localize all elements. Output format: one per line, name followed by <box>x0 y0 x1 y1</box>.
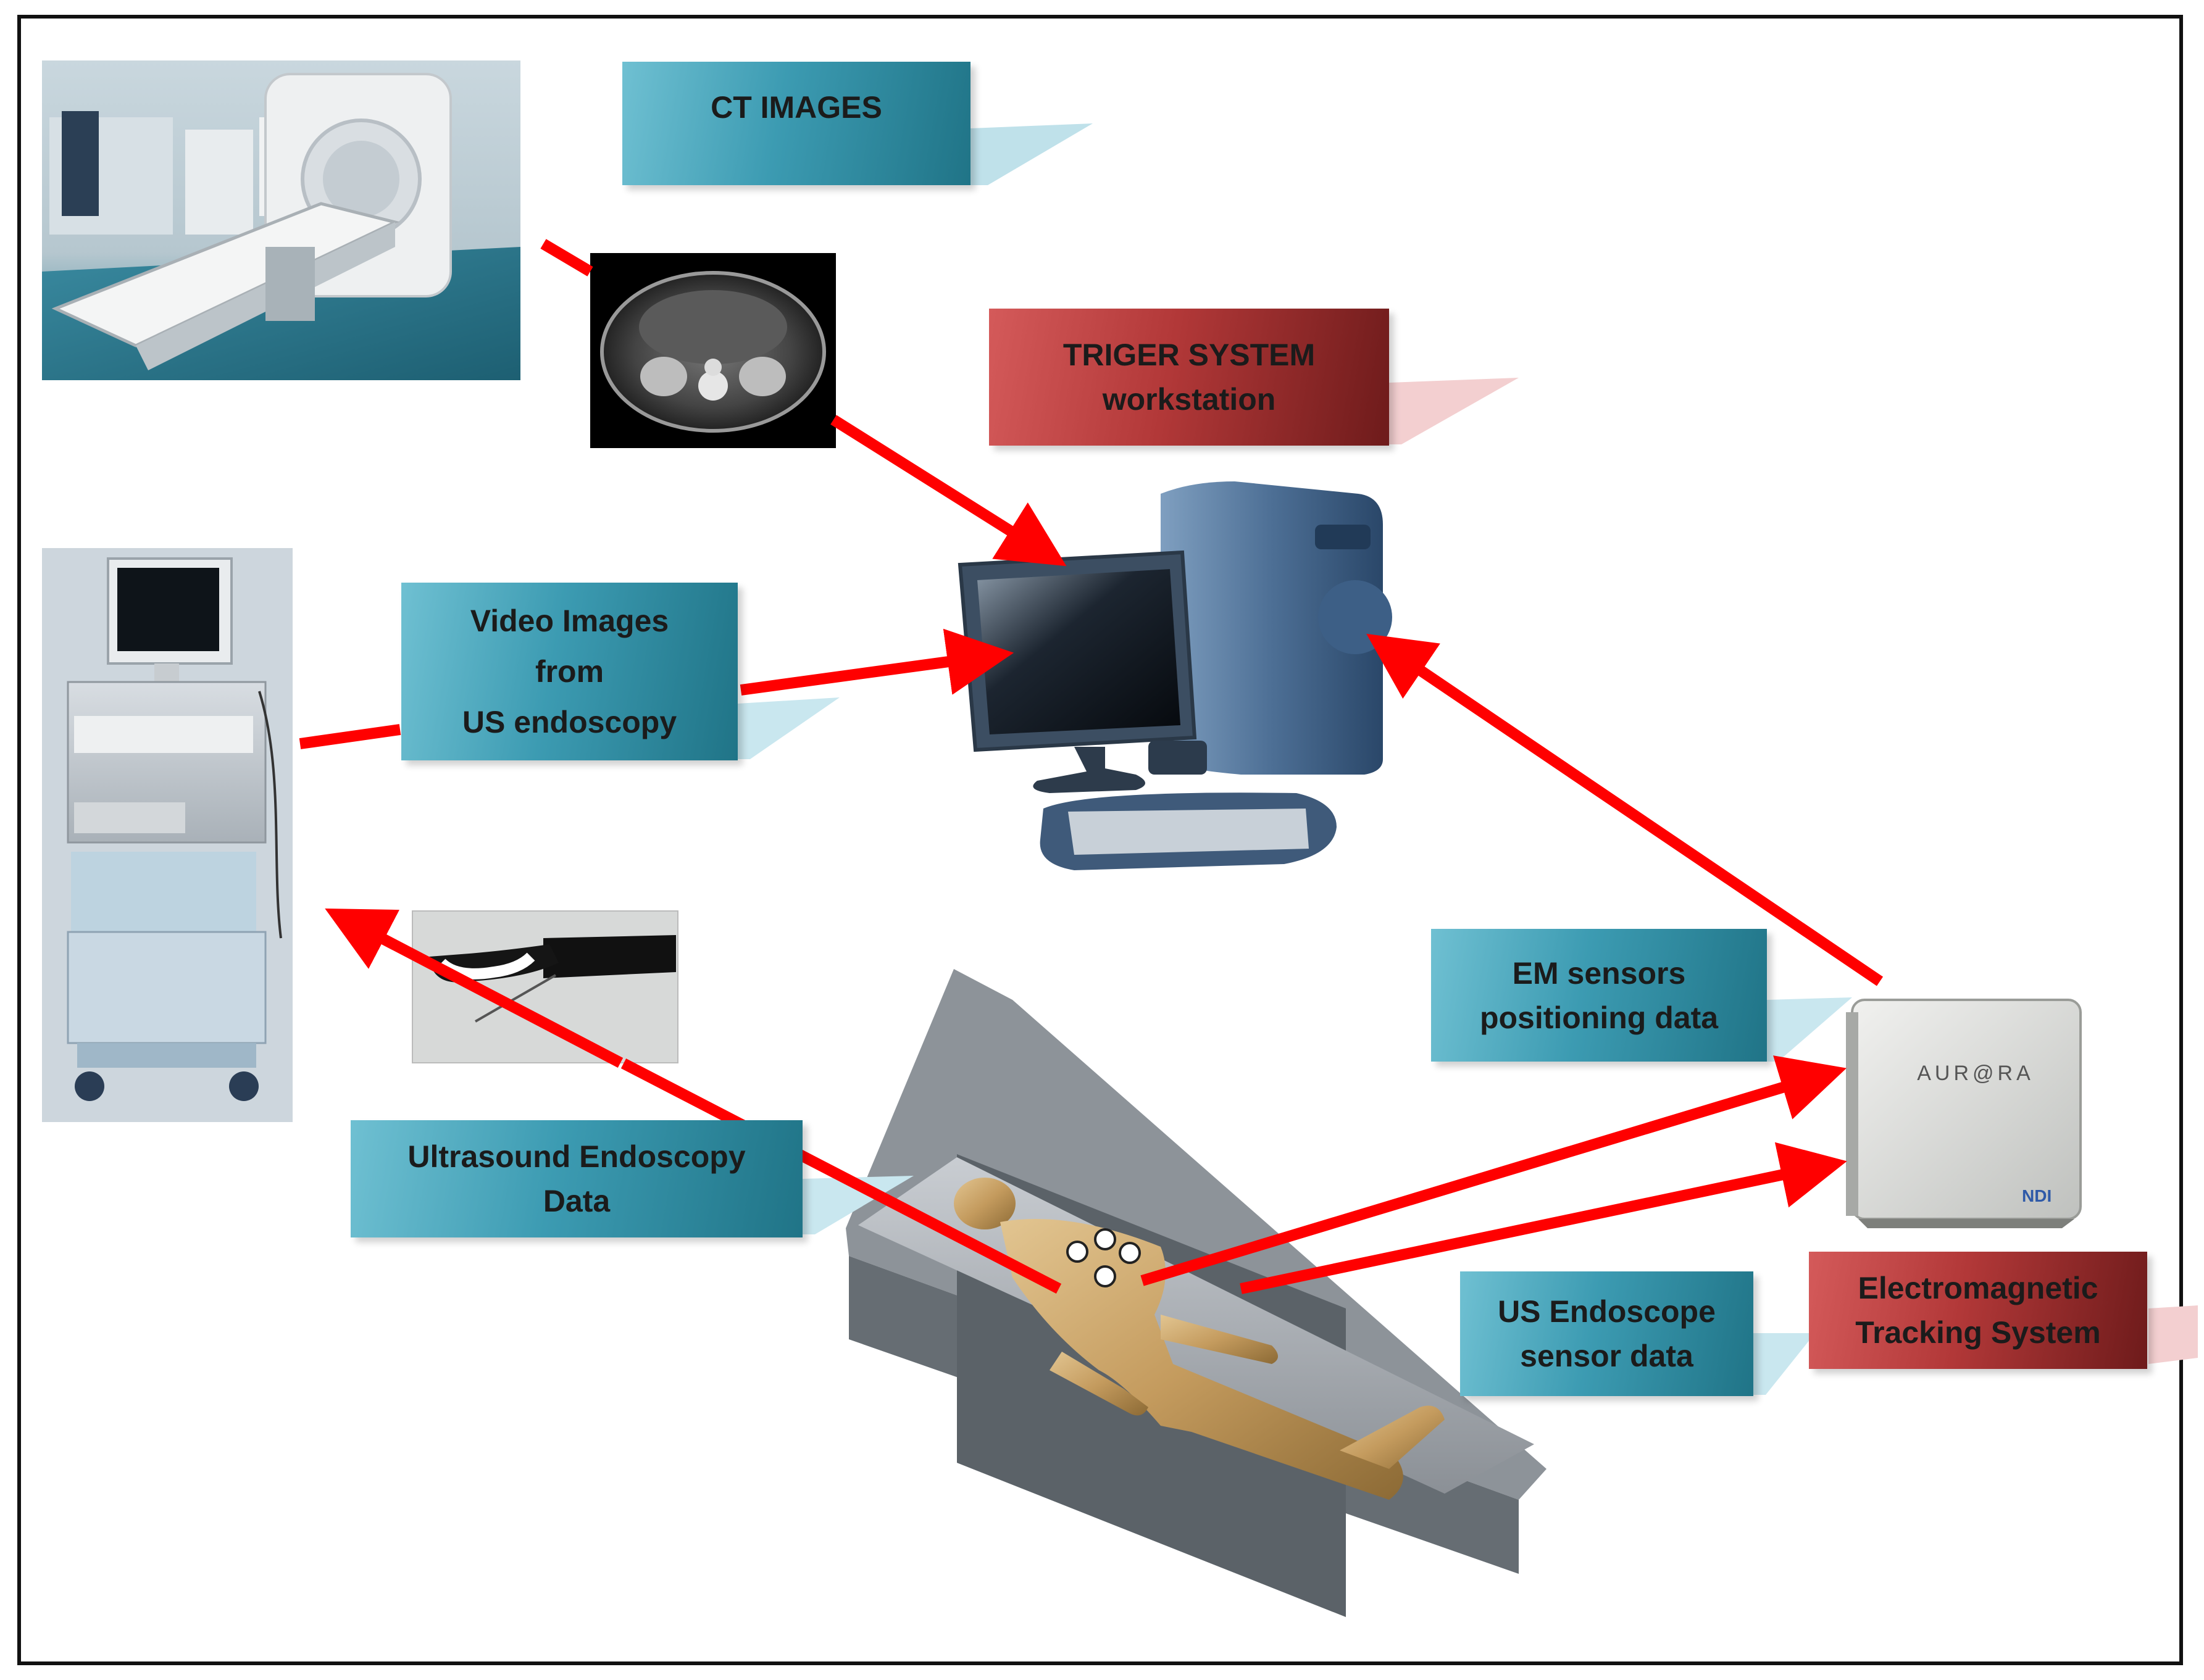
tracking-line-1: Electromagnetic <box>1858 1271 2098 1305</box>
electromagnetic-tracking-label: Electromagnetic Tracking System <box>1809 1252 2147 1369</box>
em-line-1: EM sensors <box>1512 955 1686 991</box>
ndi-logo: NDI <box>2022 1186 2052 1205</box>
aurora-tracking-device <box>1846 999 2082 1228</box>
ultrasound-machine-photo <box>42 548 293 1122</box>
ct-images-text: CT IMAGES <box>711 90 882 125</box>
triger-line-2: workstation <box>1102 382 1276 417</box>
triger-line-1: TRIGER SYSTEM <box>1062 338 1316 372</box>
ct-to-slice-line <box>540 239 593 277</box>
aurora-logo: AUR@RA <box>1917 1062 2034 1085</box>
triger-system-label: TRIGER SYSTEM workstation <box>989 309 1389 446</box>
computer-workstation-illustration <box>958 481 1392 870</box>
us-data-line-2: Data <box>543 1184 611 1218</box>
us-machine-to-video-line <box>299 724 401 749</box>
sensors-to-aurora-arrow <box>1140 1055 1847 1286</box>
us-data-label-wedge <box>803 1176 914 1234</box>
patient-on-table-illustration <box>846 969 1547 1617</box>
us-endoscope-sensor-label: US Endoscope sensor data <box>1460 1271 1753 1396</box>
video-to-workstation-arrow <box>740 628 1014 696</box>
aurora-to-workstation-arrow <box>1366 633 1884 986</box>
ultrasound-endoscopy-data-label: Ultrasound Endoscopy Data <box>351 1120 803 1237</box>
ct-images-label: CT IMAGES <box>622 62 971 185</box>
endoscope-sensor-to-aurora-arrow <box>1240 1142 1847 1294</box>
video-label-wedge <box>738 697 840 759</box>
diagram-frame <box>17 15 2183 1665</box>
ct-scanner-photo <box>42 60 520 380</box>
em-line-2: positioning data <box>1479 1000 1719 1035</box>
tracking-label-wedge <box>2148 1305 2198 1364</box>
ct-label-wedge <box>971 123 1093 185</box>
patient-to-endoscope-line <box>620 1058 1062 1294</box>
us-sensor-line-1: US Endoscope <box>1498 1294 1716 1329</box>
triger-label-wedge <box>1389 378 1519 444</box>
video-line-2: from <box>535 654 604 689</box>
us-sensor-label-wedge <box>1753 1333 1815 1395</box>
video-line-1: Video Images <box>470 604 669 638</box>
video-line-3: US endoscopy <box>462 705 677 739</box>
em-sensors-label: EM sensors positioning data <box>1431 929 1767 1062</box>
ct-to-workstation-arrow <box>830 415 1067 567</box>
ct-slice-image <box>590 253 836 448</box>
em-label-wedge <box>1767 997 1852 1062</box>
video-images-label: Video Images from US endoscopy <box>401 583 738 760</box>
endoscope-to-us-machine-arrow <box>325 909 624 1068</box>
tracking-line-2: Tracking System <box>1855 1315 2101 1350</box>
us-sensor-line-2: sensor data <box>1520 1339 1693 1373</box>
us-data-line-1: Ultrasound Endoscopy <box>407 1139 746 1174</box>
